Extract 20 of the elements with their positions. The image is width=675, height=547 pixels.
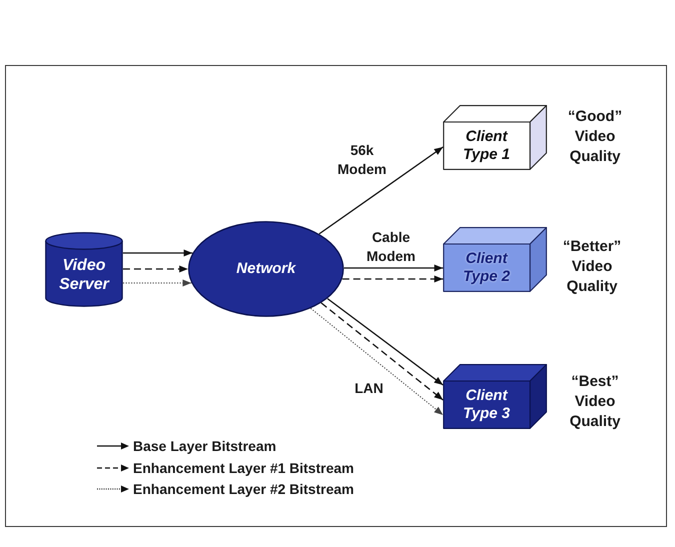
node-label: Client Type 1 bbox=[462, 128, 511, 164]
arrow bbox=[342, 276, 443, 282]
arrow bbox=[310, 308, 444, 416]
legend-label: Enhancement Layer #1 Bitstream bbox=[133, 459, 354, 477]
legend-label: Enhancement Layer #2 Bitstream bbox=[133, 480, 354, 498]
arrow bbox=[123, 266, 188, 272]
arrow bbox=[320, 302, 444, 400]
node-label: Client Type 3 bbox=[462, 387, 511, 423]
legend-label: Base Layer Bitstream bbox=[133, 437, 276, 455]
node-label: Network bbox=[236, 260, 296, 278]
node-label: Client Type 2 bbox=[462, 250, 511, 286]
arrow bbox=[123, 250, 192, 256]
quality-label: “Good” Video Quality bbox=[566, 107, 624, 167]
node-label: Video Server bbox=[58, 256, 110, 294]
arrow bbox=[344, 264, 443, 272]
arrow bbox=[327, 298, 444, 386]
quality-label: “Best” Video Quality bbox=[568, 372, 622, 432]
arrow bbox=[122, 280, 192, 286]
arrow bbox=[318, 146, 444, 234]
quality-label: “Better” Video Quality bbox=[562, 237, 622, 297]
